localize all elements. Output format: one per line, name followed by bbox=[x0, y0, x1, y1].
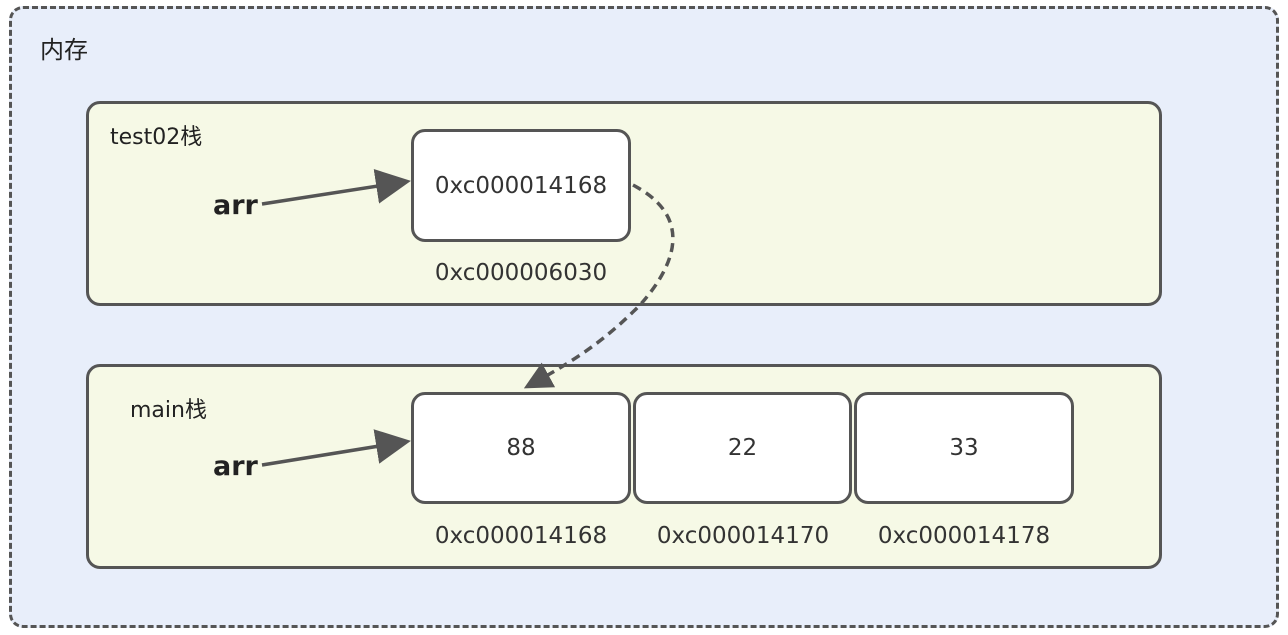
test02-arr-label: arr bbox=[213, 190, 258, 221]
test02-cell-address: 0xc000006030 bbox=[434, 260, 608, 286]
main-cell-address-0: 0xc000014168 bbox=[434, 523, 608, 549]
test02-stack-title: test02栈 bbox=[110, 125, 203, 150]
memory-title: 内存 bbox=[40, 36, 88, 64]
main-stack-title: main栈 bbox=[130, 398, 207, 423]
main-array-cell-0: 88 bbox=[411, 392, 631, 504]
main-cell-address-2: 0xc000014178 bbox=[877, 523, 1051, 549]
main-cell-address-1: 0xc000014170 bbox=[656, 523, 830, 549]
main-array-cell-2: 33 bbox=[854, 392, 1074, 504]
main-array-cell-1: 22 bbox=[633, 392, 852, 504]
test02-pointer-cell: 0xc000014168 bbox=[411, 129, 631, 242]
main-arr-label: arr bbox=[213, 451, 258, 482]
